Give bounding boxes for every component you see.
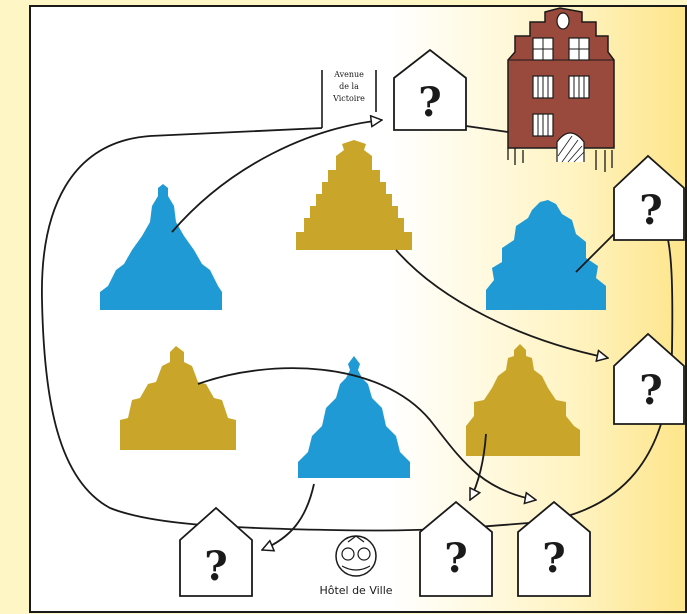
gable-gold-scroll[interactable] xyxy=(120,346,236,450)
gable-blue-rounded[interactable] xyxy=(486,200,606,310)
arrow-blue-spire-to-bottom-left xyxy=(262,483,315,550)
gable-gold-stepped[interactable] xyxy=(296,140,412,250)
house-bottom-right[interactable]: ? xyxy=(517,500,591,597)
street-top-right xyxy=(465,125,509,133)
house-bottom-right-mark: ? xyxy=(542,535,565,582)
house-right-upper[interactable]: ? xyxy=(613,154,685,241)
arrow-gold-neck-to-bottom-mid xyxy=(469,433,487,500)
street-sign-line3: Victoire xyxy=(332,94,365,103)
arrow-gold-stepped-to-right-lower xyxy=(395,249,608,358)
house-bottom-left[interactable]: ? xyxy=(179,506,253,597)
city-hall-label: Hôtel de Ville xyxy=(319,584,392,597)
gable-gold-neck[interactable] xyxy=(466,344,580,456)
city-hall-emblem-icon xyxy=(335,535,377,577)
house-bottom-left-mark: ? xyxy=(204,543,227,590)
arrow-blue-bell-to-top xyxy=(171,120,382,233)
street-sign-line2: de la xyxy=(339,82,359,91)
house-right-lower-mark: ? xyxy=(639,367,662,414)
house-right-upper-mark: ? xyxy=(639,187,662,234)
house-right-lower[interactable]: ? xyxy=(613,332,685,425)
gable-blue-bell[interactable] xyxy=(100,184,222,310)
street-sign-line1: Avenue xyxy=(333,70,364,79)
street-sign: Avenue de la Victoire xyxy=(321,70,377,128)
arrow-gold-scroll-to-bottom-right xyxy=(197,367,536,500)
house-bottom-mid-mark: ? xyxy=(444,535,467,582)
city-hall-building xyxy=(507,7,615,172)
house-bottom-mid[interactable]: ? xyxy=(419,500,493,597)
house-top[interactable]: ? xyxy=(393,48,467,131)
gable-blue-spire[interactable] xyxy=(298,356,410,478)
house-top-mark: ? xyxy=(418,79,441,126)
